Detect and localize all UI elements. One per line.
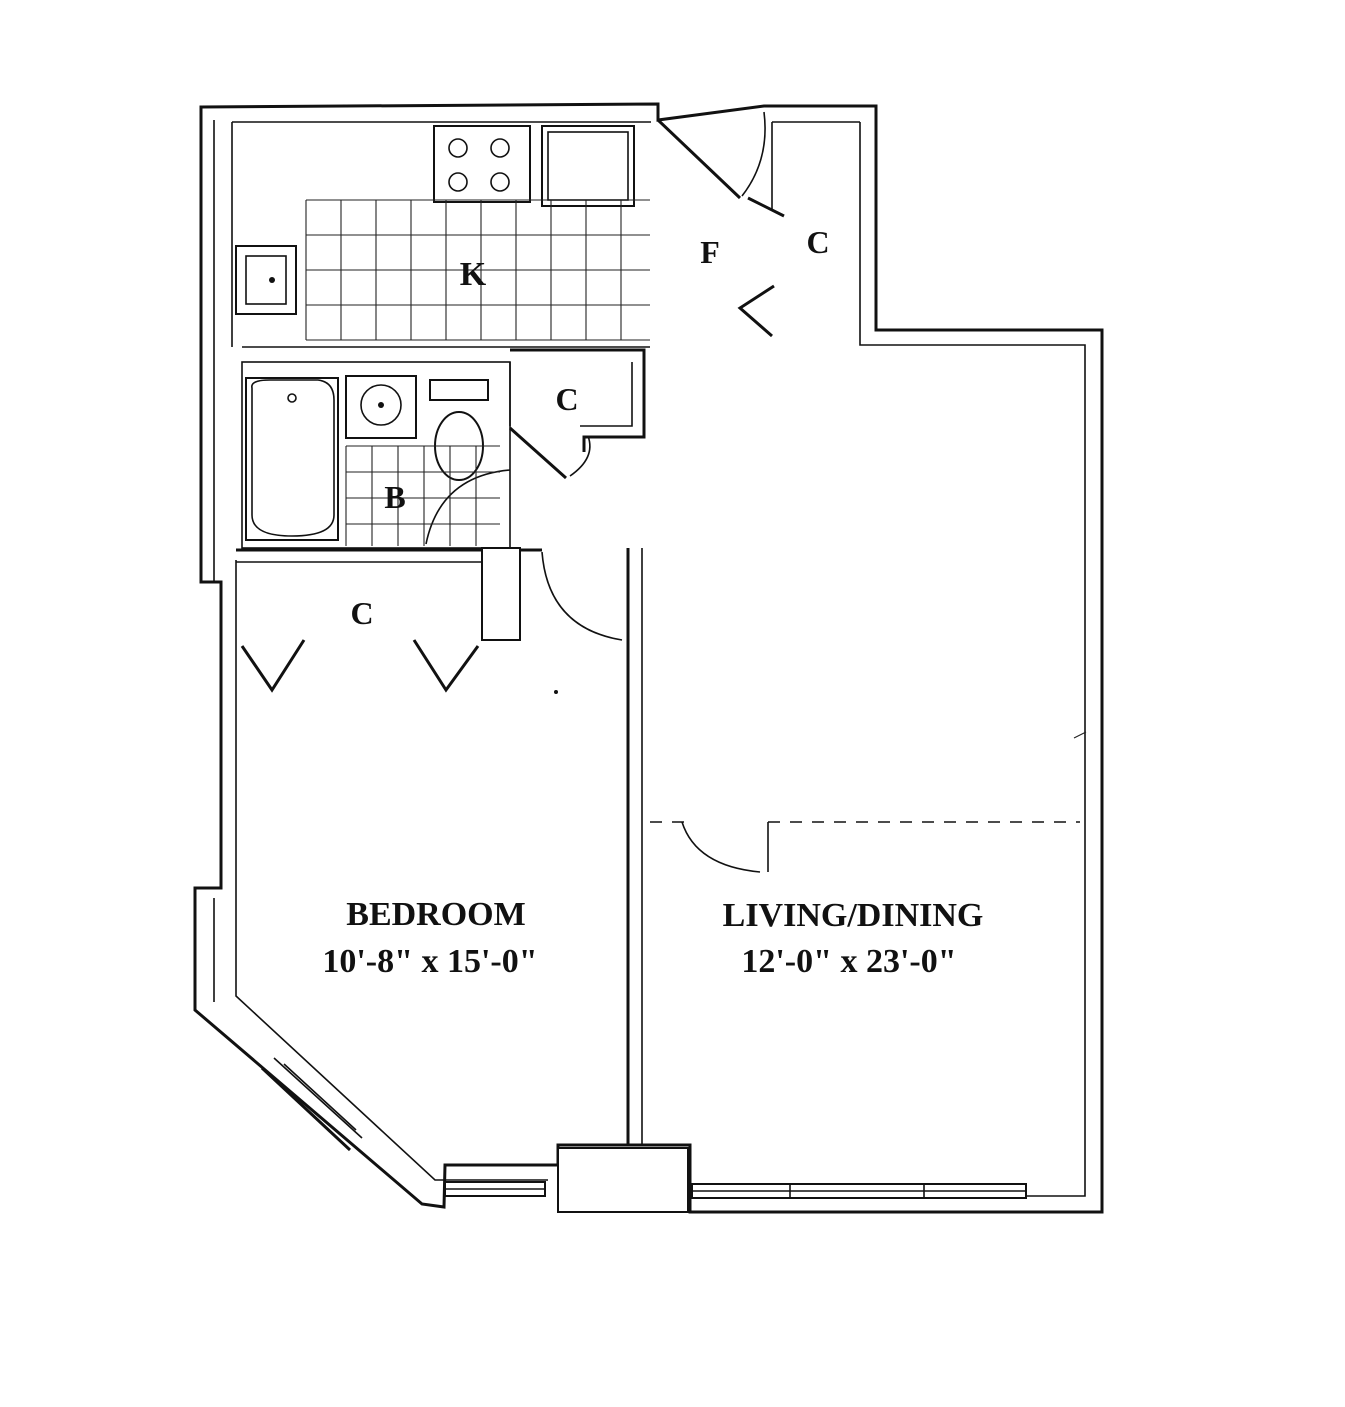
hall-closet: C (509, 348, 646, 480)
foyer-label: F (700, 234, 720, 270)
bedroom-dimensions: 10'-8" x 15'-0" (322, 943, 537, 980)
burner-icon (490, 172, 510, 192)
entry-door-swing (741, 111, 766, 197)
bathtub (245, 377, 339, 541)
living-dimensions: 12'-0" x 23'-0" (741, 943, 956, 980)
kitchen-tile-floor (305, 199, 650, 341)
kitchen-label: K (460, 256, 487, 293)
bath-label: B (384, 479, 405, 515)
bathroom: B (241, 361, 511, 549)
kitchen-sink-basin (245, 255, 287, 305)
windows (260, 1057, 1027, 1213)
bath-tile-floor (345, 445, 500, 546)
bedroom: BEDROOM 10'-8" x 15'-0" (322, 548, 643, 1145)
entry-door (656, 118, 742, 200)
floor-mark (554, 690, 558, 694)
outer-walls (193, 102, 1104, 1214)
living-name: LIVING/DINING (723, 897, 984, 934)
burner-icon (448, 138, 468, 158)
hall-closet-door-swing (569, 435, 591, 477)
tub-drain-icon (287, 393, 297, 403)
foyer-closet-door (737, 284, 775, 338)
kitchen: K (235, 125, 650, 341)
inner-wall-outline (231, 121, 1086, 1197)
bedroom-closet: C (236, 547, 542, 693)
hall-closet-walls (510, 348, 646, 452)
bath-sink-basin (360, 384, 402, 426)
living-door-swing (681, 821, 761, 873)
bedroom-name: BEDROOM (346, 896, 525, 933)
burner-icon (448, 172, 468, 192)
window-living-south (691, 1183, 1027, 1199)
exterior-column (557, 1147, 689, 1213)
toilet-tank (429, 379, 489, 401)
sink-drain-icon (378, 402, 384, 408)
stove (433, 125, 531, 203)
entry-closet-door (747, 196, 785, 218)
hall-closet-label: C (555, 381, 578, 417)
bedroom-closet-label: C (350, 595, 373, 631)
bath-door-swing (425, 469, 511, 545)
drain-icon (269, 277, 275, 283)
hall-closet-door (509, 426, 567, 480)
bedroom-closet-door-right (412, 639, 480, 693)
window-diagonal (260, 1057, 363, 1152)
bedroom-wall-column (481, 547, 521, 641)
bedroom-closet-door-left (240, 639, 306, 693)
hall-closet-inner (509, 362, 633, 427)
foyer: F C (656, 111, 830, 338)
refrigerator (541, 125, 635, 207)
outer-wall-outline (193, 102, 1104, 1214)
living-dining: LIVING/DINING 12'-0" x 23'-0" (650, 731, 1087, 980)
bath-outline (241, 361, 511, 549)
burner-icon (490, 138, 510, 158)
window-bedroom-south (444, 1181, 546, 1197)
wall-tick (1073, 731, 1087, 739)
bathtub-basin (251, 379, 335, 537)
entry-closet-label: C (806, 224, 829, 260)
bedroom-door-swing (541, 551, 623, 641)
